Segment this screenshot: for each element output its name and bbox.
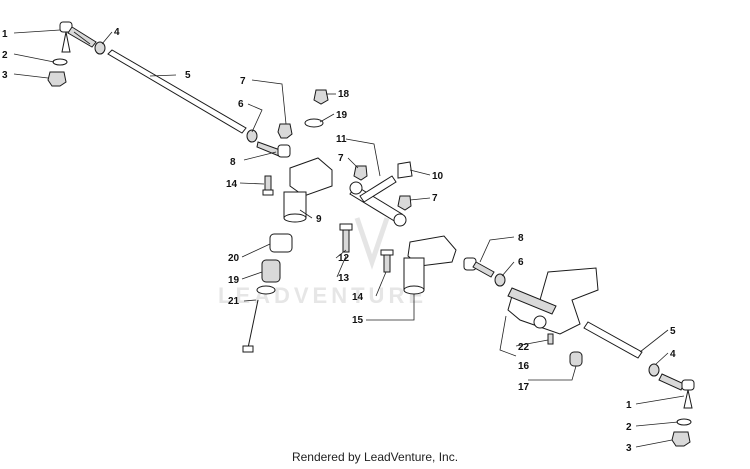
left-tie-rod-icon	[107, 49, 247, 134]
leader-lines	[13, 29, 685, 448]
spacer-icon	[261, 259, 281, 283]
callout-14-left: 14	[226, 179, 238, 190]
callout-20: 20	[228, 253, 240, 264]
callout-6-left: 6	[238, 99, 244, 110]
callout-14-right: 14	[352, 292, 364, 303]
left-nut-icon	[47, 71, 67, 87]
callout-1-right: 1	[626, 400, 632, 411]
watermark-text: LEADVENTURE	[218, 283, 427, 308]
callout-11: 11	[336, 134, 347, 145]
callout-7-right: 7	[432, 193, 438, 204]
steering-pivot-arm-icon	[283, 157, 333, 223]
upper-cap-nut-icon	[313, 89, 329, 105]
callout-19-upper: 19	[336, 110, 348, 121]
callout-4-right: 4	[670, 349, 676, 360]
left-rod-end-icon	[256, 141, 291, 158]
callout-15: 15	[352, 315, 364, 326]
callout-7-upper-left: 7	[240, 76, 246, 87]
spindle-grease-fitting-icon	[547, 333, 554, 345]
drag-link-nut-right-icon	[397, 195, 412, 211]
drag-link-small-bolt-icon	[380, 249, 394, 273]
callout-8-right: 8	[518, 233, 524, 244]
left-rod-jam-nut-icon	[246, 129, 258, 143]
callout-12: 12	[338, 253, 350, 264]
right-pivot-arm-icon	[403, 235, 457, 295]
long-bolt-icon	[242, 299, 259, 353]
drag-link-bolt-icon	[339, 223, 353, 253]
callout-17: 17	[518, 382, 530, 393]
right-tie-rod-icon	[583, 321, 643, 359]
watermark-logo-icon	[354, 217, 390, 270]
callout-21: 21	[228, 296, 240, 307]
left-tie-rod-end-icon	[59, 21, 97, 53]
callout-4-left: 4	[114, 27, 120, 38]
callout-13: 13	[338, 273, 350, 284]
callout-3-right: 3	[626, 443, 632, 454]
right-rod-end-icon	[463, 257, 495, 278]
left-jam-nut-icon	[94, 41, 106, 55]
render-credit: Rendered by LeadVenture, Inc.	[291, 450, 459, 464]
callout-18: 18	[338, 89, 350, 100]
right-tie-rod-end-icon	[658, 373, 695, 409]
drag-link-icon	[349, 175, 407, 227]
left-washer-icon	[52, 58, 68, 66]
spindle-bracket-icon	[507, 267, 599, 335]
callout-22: 22	[518, 342, 530, 353]
callout-19-lower: 19	[228, 275, 240, 286]
callout-6-right: 6	[518, 257, 524, 268]
callout-9: 9	[316, 214, 322, 225]
upper-washer-icon	[304, 118, 324, 128]
bushing-icon	[269, 233, 293, 253]
left-bolt-icon	[262, 175, 274, 196]
lower-washer-icon	[256, 285, 276, 295]
callout-16: 16	[518, 361, 530, 372]
callout-3-left: 3	[2, 70, 8, 81]
right-nut-icon	[671, 431, 691, 447]
drag-link-nut-top-icon	[353, 165, 368, 181]
right-washer-icon	[676, 418, 692, 426]
callout-2-right: 2	[626, 422, 632, 433]
cap-icon	[397, 161, 413, 179]
callout-5-right: 5	[670, 326, 676, 337]
left-upper-nut-icon	[277, 123, 293, 139]
callout-5-left: 5	[185, 70, 191, 81]
callout-7-center: 7	[338, 153, 344, 164]
callout-8-left: 8	[230, 157, 236, 168]
spindle-bushing-icon	[569, 351, 583, 367]
callout-10: 10	[432, 171, 444, 182]
callout-2-left: 2	[2, 50, 8, 61]
callout-1-left: 1	[2, 29, 8, 40]
right-jam-nut-icon	[648, 363, 660, 377]
right-rod-jam-nut-icon	[494, 273, 506, 287]
